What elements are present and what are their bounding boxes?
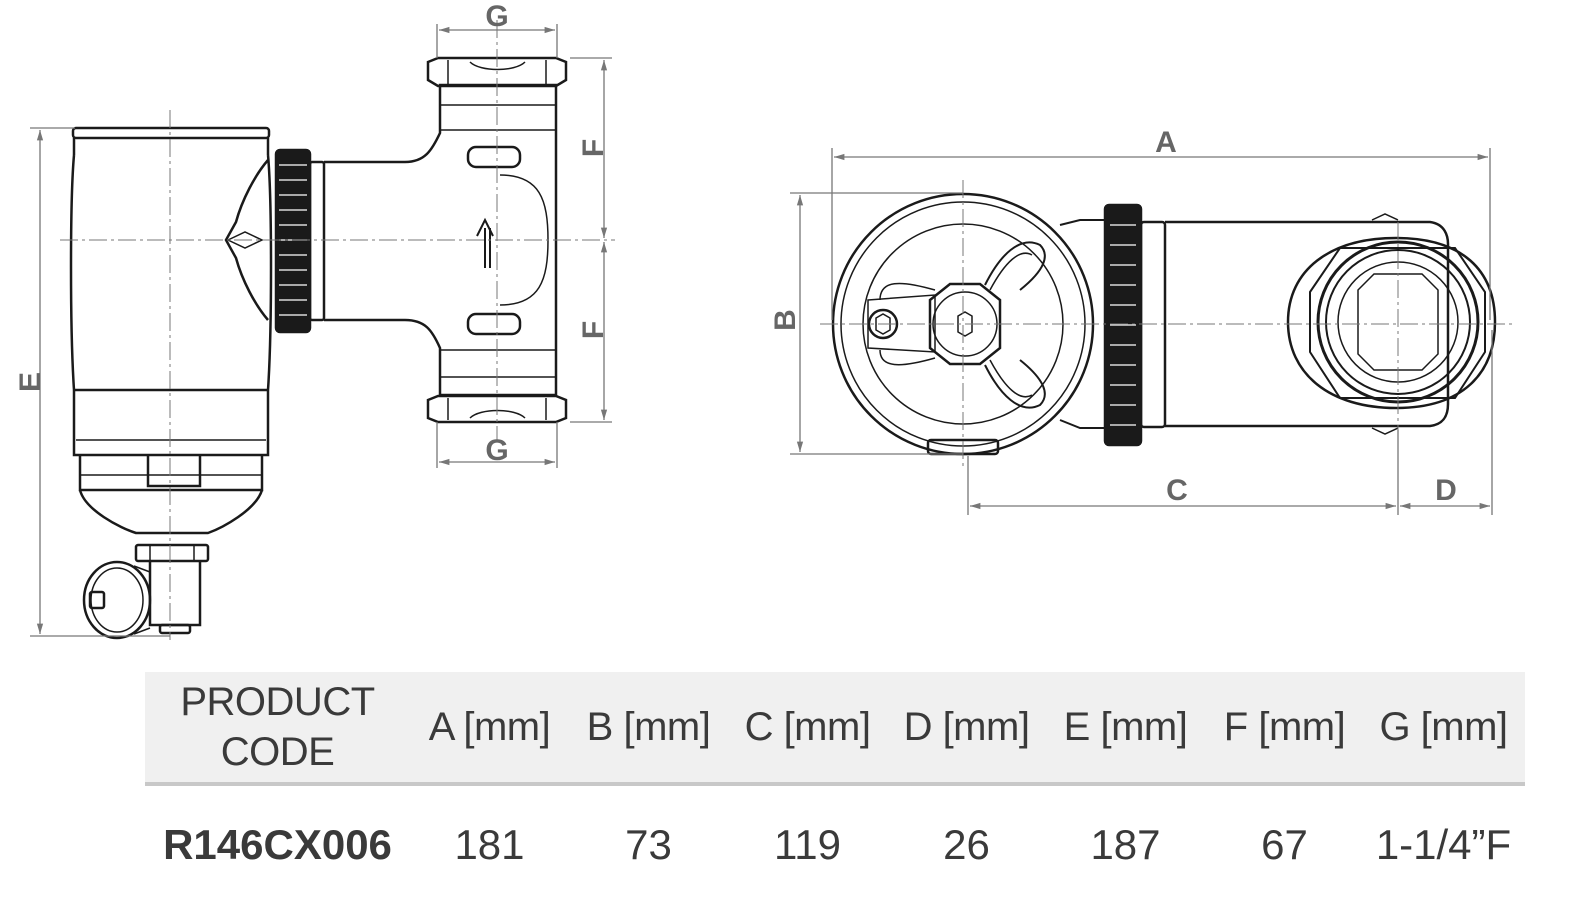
cell-f: 67 bbox=[1261, 821, 1308, 868]
cell-product-code: R146CX006 bbox=[163, 821, 392, 868]
header-product-code: PRODUCT CODE bbox=[145, 677, 410, 777]
top-view bbox=[831, 192, 1497, 456]
dim-label-g-bottom: G bbox=[485, 434, 508, 467]
dim-label-g-top: G bbox=[485, 0, 508, 33]
header-f: F [mm] bbox=[1223, 704, 1346, 749]
table-row: R146CX006 181 73 119 26 187 67 1-1/4”F bbox=[145, 786, 1525, 904]
top-view-collar bbox=[1059, 203, 1167, 447]
header-c: C [mm] bbox=[744, 704, 871, 749]
dim-label-b: B bbox=[769, 309, 802, 331]
header-product-code-line2: CODE bbox=[220, 730, 335, 774]
technical-drawing: G G F F E A B C D bbox=[14, 0, 1515, 640]
cell-g: 1-1/4”F bbox=[1375, 821, 1512, 868]
side-view bbox=[69, 56, 568, 640]
top-view-dimensions bbox=[790, 148, 1493, 515]
drain-valve bbox=[82, 543, 210, 640]
header-e: E [mm] bbox=[1063, 704, 1188, 749]
dim-label-c: C bbox=[1166, 474, 1188, 507]
header-a: A [mm] bbox=[428, 704, 551, 749]
top-view-centerlines bbox=[820, 180, 1515, 470]
header-product-code-line1: PRODUCT bbox=[180, 680, 375, 724]
cell-e: 187 bbox=[1090, 821, 1161, 868]
top-hex-nut bbox=[426, 56, 568, 88]
table-header-row: PRODUCT CODE A [mm] B [mm] C [mm] D [mm]… bbox=[145, 672, 1525, 786]
top-view-pipe bbox=[1165, 213, 1450, 435]
header-g: G [mm] bbox=[1379, 704, 1508, 749]
dim-label-f-bottom: F bbox=[577, 321, 610, 339]
dimension-labels: G G F F E A B C D bbox=[14, 0, 1457, 507]
collar bbox=[224, 148, 326, 334]
cell-c: 119 bbox=[774, 821, 841, 868]
side-view-centerlines bbox=[60, 20, 615, 640]
cell-d: 26 bbox=[943, 821, 990, 868]
separator-body bbox=[69, 126, 273, 535]
side-view-dimensions bbox=[30, 24, 612, 637]
cell-b: 73 bbox=[625, 821, 672, 868]
dim-label-e: E bbox=[14, 372, 47, 392]
dimensions-table: PRODUCT CODE A [mm] B [mm] C [mm] D [mm]… bbox=[145, 672, 1525, 904]
dim-label-f-top: F bbox=[577, 139, 610, 157]
dim-label-a: A bbox=[1155, 126, 1177, 159]
end-fitting bbox=[1286, 236, 1497, 410]
cell-a: 181 bbox=[454, 821, 525, 868]
header-b: B [mm] bbox=[586, 704, 711, 749]
dim-label-d: D bbox=[1435, 474, 1457, 507]
header-d: D [mm] bbox=[903, 704, 1030, 749]
